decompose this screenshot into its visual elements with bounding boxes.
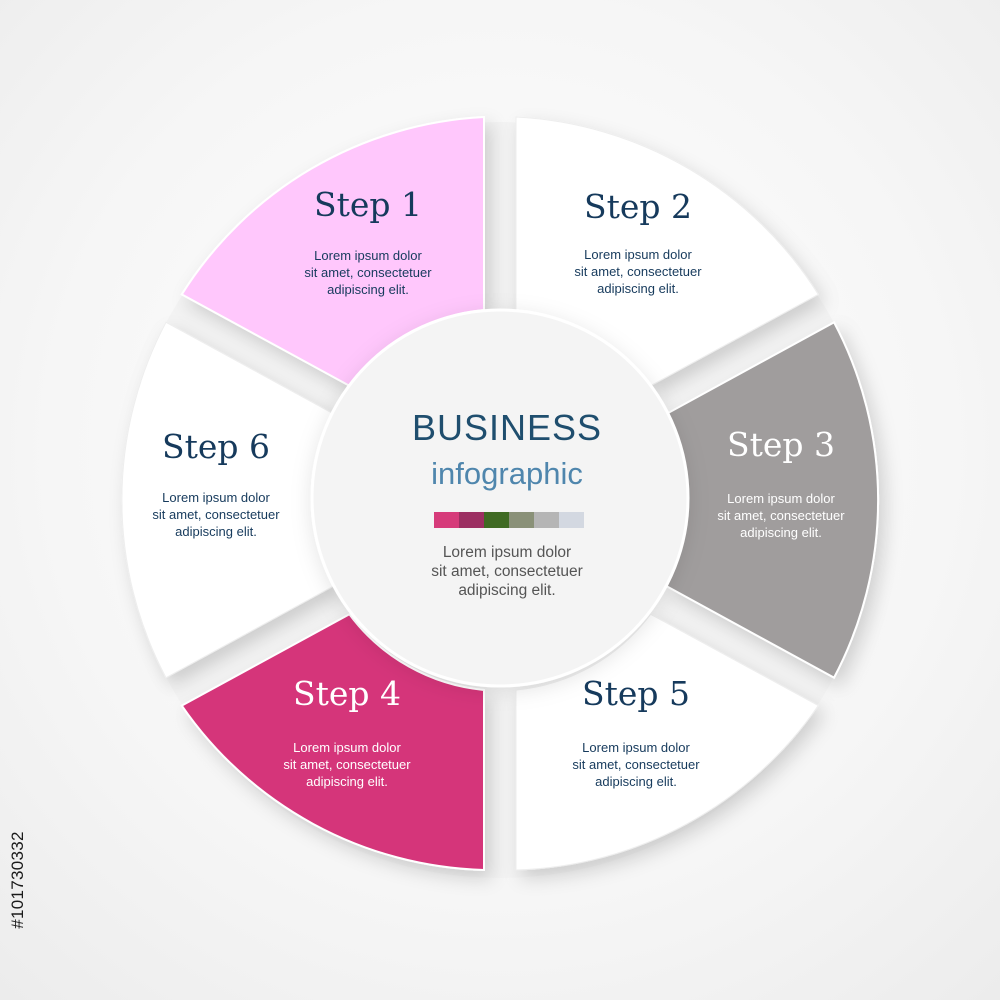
step-1-title: Step 1 <box>314 185 422 224</box>
step-4-title: Step 4 <box>293 674 401 713</box>
center-body-line: Lorem ipsum dolor <box>443 544 571 561</box>
step-5-body-line: Lorem ipsum dolor <box>582 740 690 755</box>
step-1-label: Step 1 Lorem ipsum dolor sit amet, conse… <box>304 185 432 297</box>
step-3-label: Step 3 Lorem ipsum dolor sit amet, conse… <box>717 425 845 540</box>
step-5-title: Step 5 <box>582 674 690 713</box>
step-6-body-line: Lorem ipsum dolor <box>162 490 270 505</box>
color-swatch <box>509 512 534 528</box>
step-segments <box>121 115 880 872</box>
step-2-label: Step 2 Lorem ipsum dolor sit amet, conse… <box>574 187 702 296</box>
center-content: BUSINESS infographic Lorem ipsum dolor s… <box>412 407 602 599</box>
color-swatch-bar <box>434 512 584 528</box>
step-5-body-line: adipiscing elit. <box>595 774 677 789</box>
color-swatch <box>459 512 484 528</box>
step-5-label: Step 5 Lorem ipsum dolor sit amet, conse… <box>572 674 700 789</box>
step-3-body-line: Lorem ipsum dolor <box>727 491 835 506</box>
center-body-line: sit amet, consectetuer <box>431 563 583 580</box>
color-swatch <box>484 512 509 528</box>
step-1-body-line: Lorem ipsum dolor <box>314 248 422 263</box>
step-4-body-line: Lorem ipsum dolor <box>293 740 401 755</box>
center-body-line: adipiscing elit. <box>458 582 555 599</box>
color-swatch <box>434 512 459 528</box>
step-4-body-line: sit amet, consectetuer <box>283 757 411 772</box>
center-subtitle: infographic <box>431 456 583 491</box>
step-5-segment[interactable] <box>515 613 819 871</box>
step-3-title: Step 3 <box>727 425 835 464</box>
step-1-body-line: adipiscing elit. <box>327 282 409 297</box>
step-6-label: Step 6 Lorem ipsum dolor sit amet, conse… <box>152 427 280 539</box>
color-swatch <box>559 512 584 528</box>
center-title: BUSINESS <box>412 407 602 448</box>
step-2-title: Step 2 <box>584 187 692 226</box>
stock-image-id-text: #101730332 <box>8 831 28 929</box>
step-6-body-line: sit amet, consectetuer <box>152 507 280 522</box>
step-2-body-line: sit amet, consectetuer <box>574 264 702 279</box>
color-swatch <box>534 512 559 528</box>
step-3-body-line: adipiscing elit. <box>740 525 822 540</box>
step-1-body-line: sit amet, consectetuer <box>304 265 432 280</box>
step-6-body-line: adipiscing elit. <box>175 524 257 539</box>
step-4-segment[interactable] <box>180 612 485 872</box>
step-3-body-line: sit amet, consectetuer <box>717 508 845 523</box>
step-6-title: Step 6 <box>162 427 270 466</box>
step-5-body-line: sit amet, consectetuer <box>572 757 700 772</box>
step-4-label: Step 4 Lorem ipsum dolor sit amet, conse… <box>283 674 411 789</box>
step-2-body-line: Lorem ipsum dolor <box>584 247 692 262</box>
stock-image-id: #101730332 <box>6 770 30 990</box>
center-hub <box>310 308 690 688</box>
step-2-body-line: adipiscing elit. <box>597 281 679 296</box>
step-4-body-line: adipiscing elit. <box>306 774 388 789</box>
